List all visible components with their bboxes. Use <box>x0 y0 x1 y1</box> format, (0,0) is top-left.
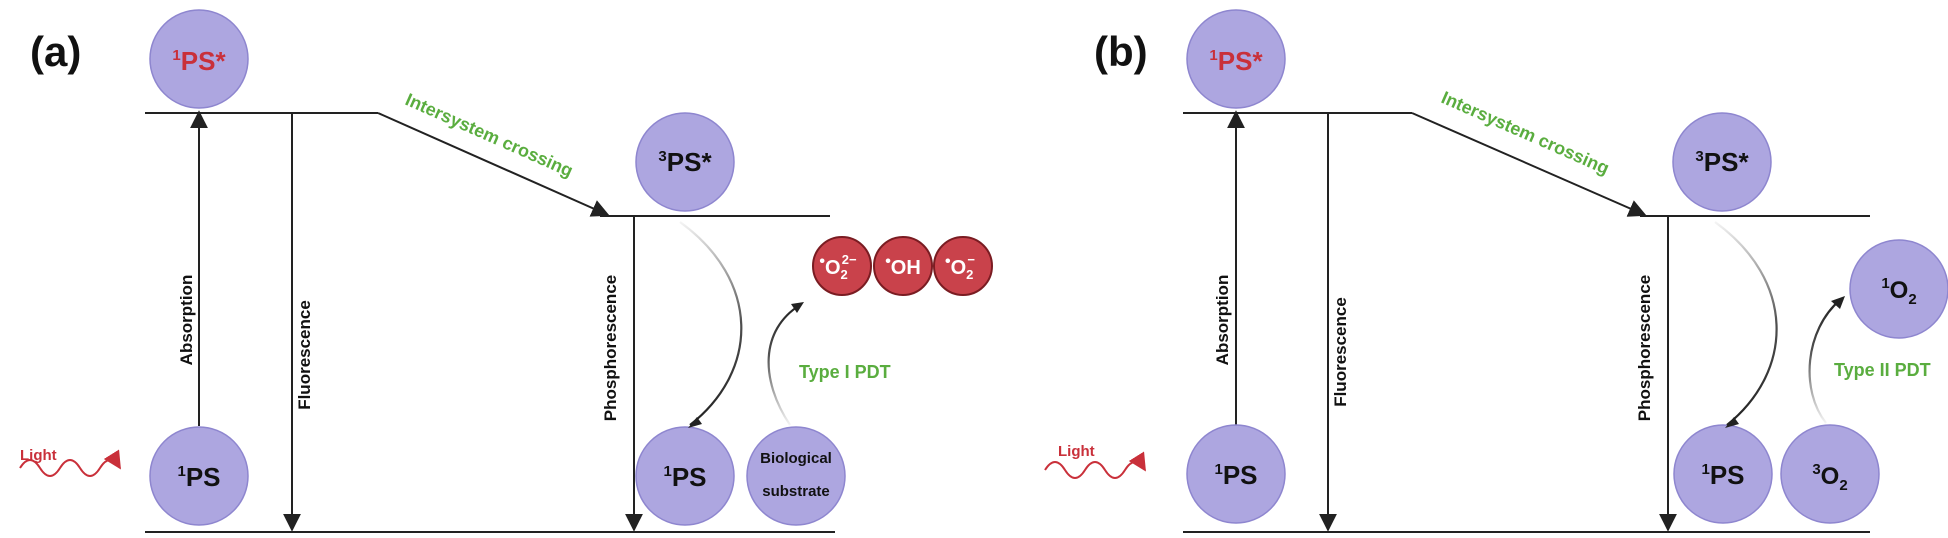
ros-superoxide: •O2− <box>933 236 993 296</box>
svg-text:•OH: •OH <box>885 253 921 279</box>
fluorescence-label: Fluorescence <box>1331 297 1350 407</box>
state-name: PS* <box>1704 147 1750 177</box>
state-name: PS <box>672 462 707 492</box>
radical-dot: • <box>885 253 891 270</box>
type-ii-curve <box>1808 299 1841 424</box>
state-name: PS* <box>1218 46 1264 76</box>
type-ii-arrowhead <box>1831 296 1845 309</box>
state-name: PS <box>1710 460 1745 490</box>
oxygen-name: O <box>1890 277 1909 304</box>
type-i-arrowhead <box>791 302 804 313</box>
ros-name: O <box>951 257 967 279</box>
svg-text:1O2: 1O2 <box>1881 275 1916 308</box>
svg-text:•O22−: •O22− <box>819 252 857 282</box>
light-wave <box>19 449 121 477</box>
isc-arrow <box>377 112 610 217</box>
panel-label: (b) <box>1094 28 1148 75</box>
ros-superscript: − <box>967 252 975 267</box>
isc-label: Intersystem crossing <box>1438 87 1612 178</box>
singlet-oxygen: 1O2 <box>1849 239 1948 339</box>
svg-text:1PS: 1PS <box>663 462 706 492</box>
light-wave <box>1044 451 1146 479</box>
state-name: PS <box>186 462 221 492</box>
state-superscript: 1 <box>663 463 671 480</box>
pdt-label: Type II PDT <box>1834 360 1931 380</box>
state-superscript: 1 <box>1214 461 1222 478</box>
svg-text:1PS: 1PS <box>1701 460 1744 490</box>
oxygen-superscript: 3 <box>1812 461 1820 478</box>
oxygen-superscript: 1 <box>1881 275 1889 292</box>
svg-text:1PS: 1PS <box>177 462 220 492</box>
energy-transfer-arrowhead <box>1725 417 1739 428</box>
ros-superscript: 2− <box>842 252 857 267</box>
state-superscript: 1 <box>1701 461 1709 478</box>
s1-excited-state: 1PS* <box>1186 9 1286 109</box>
svg-text:1PS*: 1PS* <box>172 46 226 76</box>
oxygen-subscript: 2 <box>1908 291 1916 308</box>
ros-name: O <box>825 257 841 279</box>
oxygen-subscript: 2 <box>1839 477 1847 494</box>
absorption-label: Absorption <box>177 275 196 366</box>
energy-transfer-arrowhead <box>688 417 702 428</box>
panel-a: (a) Absorption Fluorescence Phosphoresce… <box>19 9 993 533</box>
triplet-oxygen: 3O2 <box>1780 424 1880 524</box>
type-i-curve <box>767 304 801 426</box>
substrate-line1: Biological <box>760 450 832 467</box>
energy-transfer-curve <box>1714 221 1778 426</box>
state-superscript: 1 <box>177 463 185 480</box>
radical-dot: • <box>819 253 825 270</box>
ground-state-left: 1PS <box>1186 424 1286 524</box>
ros-hydroxyl: •OH <box>873 236 933 296</box>
state-superscript: 3 <box>1695 148 1703 165</box>
svg-text:3O2: 3O2 <box>1812 461 1847 494</box>
biological-substrate: Biological substrate <box>746 426 846 526</box>
radical-dot: • <box>945 253 951 270</box>
state-name: PS <box>1223 460 1258 490</box>
panel-label: (a) <box>30 28 81 75</box>
state-superscript: 1 <box>172 47 180 64</box>
ground-state-left: 1PS <box>149 426 249 526</box>
substrate-line2: substrate <box>762 483 830 500</box>
ros-subscript: 2 <box>841 267 848 282</box>
triplet-state: 3PS* <box>635 112 735 212</box>
phosphorescence-label: Phosphorescence <box>601 275 620 421</box>
svg-text:1PS: 1PS <box>1214 460 1257 490</box>
state-superscript: 1 <box>1209 47 1217 64</box>
panel-b: (b) Absorption Fluorescence Phosphoresce… <box>1044 9 1948 533</box>
state-name: PS* <box>181 46 227 76</box>
svg-text:3PS*: 3PS* <box>658 147 712 177</box>
state-superscript: 3 <box>658 148 666 165</box>
ros-superoxide-dianion: •O22− <box>812 236 872 296</box>
svg-text:1PS*: 1PS* <box>1209 46 1263 76</box>
ground-state-right: 1PS <box>1673 424 1773 524</box>
light-label: Light <box>20 447 57 464</box>
ros-name: OH <box>891 257 921 279</box>
s1-excited-state: 1PS* <box>149 9 249 109</box>
svg-text:3PS*: 3PS* <box>1695 147 1749 177</box>
light-label: Light <box>1058 443 1095 460</box>
ros-subscript: 2 <box>966 267 973 282</box>
ground-state-right: 1PS <box>635 426 735 526</box>
absorption-label: Absorption <box>1213 275 1232 366</box>
svg-text:•O2−: •O2− <box>945 252 975 282</box>
isc-arrow <box>1411 112 1647 217</box>
energy-transfer-curve <box>679 221 743 426</box>
triplet-state: 3PS* <box>1672 112 1772 212</box>
pdt-label: Type I PDT <box>799 362 891 382</box>
fluorescence-label: Fluorescence <box>295 300 314 410</box>
state-name: PS* <box>667 147 713 177</box>
phosphorescence-label: Phosphorescence <box>1635 275 1654 421</box>
oxygen-name: O <box>1821 463 1840 490</box>
